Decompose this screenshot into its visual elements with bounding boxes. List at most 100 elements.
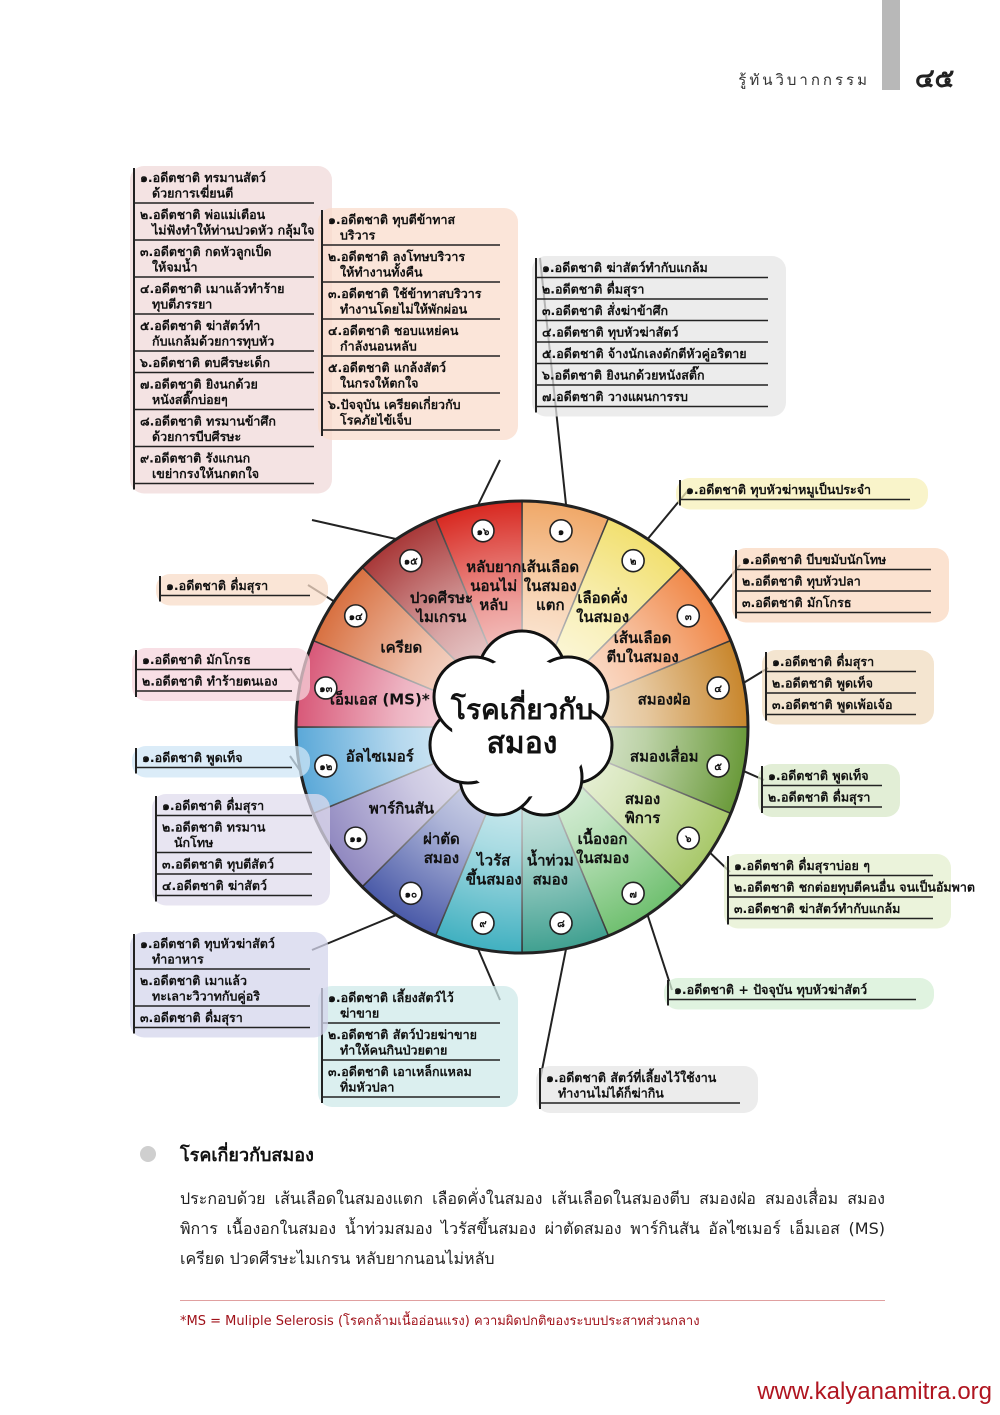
segment-number-badge — [621, 881, 645, 906]
cause-item: ๔.อดีตชาติ เมาแล้วทำร้าย — [140, 281, 285, 296]
cause-item: ๓.อดีตชาติ เอาเหล็กแหลม — [328, 1064, 472, 1079]
cause-item: กำลังนอนหลับ — [340, 339, 417, 354]
cause-item: ๓.อดีตชาติ พูดเพ้อเจ้อ — [772, 697, 893, 713]
segment-number-badge — [399, 881, 423, 906]
cause-box-bg — [664, 978, 934, 1010]
cause-item: ๓.อดีตชาติ มักโกรธ — [742, 595, 851, 610]
segment-number: ๑๑ — [349, 834, 362, 845]
segment-number-badge — [676, 604, 701, 628]
cause-box-bg — [536, 1066, 758, 1113]
segment-number: ๔ — [714, 684, 722, 695]
cause-item: ๑.อดีตชาติ มักโกรธ — [142, 652, 251, 667]
cause-item: ทะเลาะวิวาทกับคู่อริ — [152, 989, 260, 1005]
segment-number: ๑๔ — [349, 612, 363, 623]
cause-item: ๔.อดีตชาติ ฆ่าสัตว์ — [162, 878, 267, 893]
cause-item: ๑.อดีตชาติ ทุบหัวฆ่าหมูเป็นประจำ — [686, 482, 871, 498]
segment-number: ๑๐ — [405, 889, 417, 900]
segment-number: ๘ — [557, 919, 565, 930]
cause-item: ทิ่มหัวปลา — [340, 1079, 394, 1095]
segment-label: เลือดคั่ง — [577, 587, 627, 607]
segment-number: ๓ — [685, 612, 692, 623]
cause-item: ทำงานโดยไม่ให้พักผ่อน — [340, 302, 468, 317]
section-title: โรคเกี่ยวกับสมอง — [180, 1145, 314, 1166]
segment-label: ไมเกรน — [414, 607, 467, 626]
segment-number: ๕ — [714, 762, 722, 773]
cause-item: ๒.อดีตชาติ ทรมาน — [162, 820, 266, 835]
segment-label: ปวดศีรษะ — [410, 589, 473, 607]
cause-item: ๓.อดีตชาติ สั่งฆ่าข้าศึก — [542, 302, 668, 318]
cause-box-bg — [130, 166, 332, 494]
segment-label: สมอง — [625, 790, 660, 808]
segment-number-badge — [549, 519, 573, 543]
segment-label: ผ่าตัด — [423, 830, 460, 848]
cause-item: ๖.อดีตชาติ ยิงนกด้วยหนังสติ๊ก — [541, 366, 705, 383]
segment-number-badge — [399, 548, 423, 573]
cause-item: ให้จมน้ำ — [152, 258, 197, 275]
segment-label: สมองฝ่อ — [638, 691, 691, 709]
cause-item: ๑.อดีตชาติ สัตว์ที่เลี้ยงไว้ใช้งาน — [546, 1068, 717, 1085]
segment-label: สมองเสื่อม — [630, 745, 699, 765]
cause-box-bg — [676, 478, 928, 510]
cause-item: ฆ่าขาย — [340, 1006, 379, 1021]
segment-label: เส้นเลือด — [614, 629, 672, 647]
cause-item: ๒.อดีตชาติ ชกต่อยทุบตีคนอื่น จนเป็นอัมพา… — [734, 879, 975, 896]
segment-label: ไวรัส — [475, 851, 511, 870]
segment-label: สมอง — [533, 871, 568, 889]
segment-number-badge — [549, 911, 573, 935]
segment-number: ๑๖ — [477, 527, 490, 538]
cause-item: ๑.อดีตชาติ ทุบหัวฆ่าสัตว์ — [140, 936, 275, 952]
segment-number-badge — [471, 519, 495, 543]
segment-number-badge — [706, 754, 730, 778]
segment-label: อัลไซเมอร์ — [346, 746, 415, 765]
cause-box-bg — [318, 208, 518, 440]
segment-label: หลับ — [479, 596, 508, 614]
segment-label: สมอง — [424, 849, 459, 867]
center-cloud — [428, 629, 614, 817]
center-label: โรคเกี่ยวกับ — [450, 689, 593, 726]
cause-item: ๑.อดีตชาติ ดื่มสุรา — [166, 577, 268, 594]
page-number: ๔๕ — [915, 64, 955, 94]
cause-item: ไม่ฟังทำให้ท่านปวดหัว กลุ้มใจ — [150, 223, 314, 239]
cause-item: ๔.อดีตชาติ ชอบแหย่คน — [328, 323, 459, 338]
segment-number-badge — [471, 911, 495, 935]
segment-number: ๑๕ — [404, 557, 418, 568]
cause-item: ๑.อดีตชาติ บีบขมับนักโทษ — [742, 552, 886, 567]
cause-item: ๒.อดีตชาติ เมาแล้ว — [140, 973, 247, 988]
cause-item: ๓.อดีตชาติ ดื่มสุรา — [140, 1009, 243, 1026]
footnote-divider — [180, 1300, 885, 1301]
cause-box-bg — [758, 764, 900, 817]
cause-item: ๒.อดีตชาติ ทุบหัวปลา — [742, 574, 861, 590]
cause-item: ๓.อดีตชาติ ทุบตีสัตว์ — [162, 857, 274, 873]
leader-line — [311, 519, 397, 541]
cause-item: ๒.อดีตชาติ พ่อแม่เตือน — [140, 207, 266, 222]
cause-item: ในกรงให้ตกใจ — [340, 376, 419, 391]
cause-box-bg — [762, 650, 934, 725]
brain-disease-wheel-diagram: เส้นเลือดในสมองแตก๑เลือดคั่งในสมอง๒เส้นเ… — [130, 166, 975, 1113]
segment-label: นอนไม่ — [470, 576, 517, 595]
segment-label: ตีบในสมอง — [606, 648, 678, 666]
cause-item: ด้วยการเฆี่ยนตี — [152, 185, 233, 201]
cause-item: ๑.อดีตชาติ ทรมานสัตว์ — [140, 170, 266, 185]
cause-item: ให้ทำงานทั้งคืน — [340, 263, 423, 280]
cause-item: ๖.ปัจจุบัน เครียดเกี่ยวกับ — [327, 396, 461, 413]
footnote: *MS = Muliple Selerosis (โรคกล้ามเนื้ออ่… — [180, 1314, 700, 1329]
cause-item: โรคภัยไข้เจ็บ — [339, 413, 412, 428]
segment-label: พาร์กินสัน — [369, 800, 435, 818]
segment-label: แตก — [536, 596, 565, 614]
cause-item: ๕.อดีตชาติ จ้างนักเลงดักตีหัวคู่อริตาย — [542, 346, 747, 362]
segment-number: ๗ — [629, 889, 637, 900]
cause-box-bg — [318, 986, 518, 1107]
cause-item: ทำให้คนกินป่วยตาย — [340, 1043, 447, 1058]
section-body: ประกอบด้วย เส้นเลือดในสมองแตก เลือดคั่งใ… — [180, 1189, 885, 1268]
cause-box-bg — [732, 548, 949, 623]
segment-label: เส้นเลือด — [521, 558, 579, 576]
cause-item: บริวาร — [340, 228, 376, 243]
segment-number-badge — [314, 676, 338, 700]
cause-item: ๒.อดีตชาติ ทำร้ายตนเอง — [142, 674, 278, 689]
cause-box-bg — [152, 794, 330, 906]
cause-item: ๗.อดีตชาติ ยิงนกด้วย — [140, 377, 258, 392]
segment-label: เอ็มเอส (MS)* — [330, 690, 430, 709]
cause-item: ๒.อดีตชาติ ดื่มสุรา — [542, 281, 644, 298]
cause-item: ๓.อดีตชาติ ฆ่าสัตว์ทำกับแกล้ม — [734, 901, 900, 916]
cause-item: ๓.อดีตชาติ ใช้ข้าทาสบริวาร — [328, 286, 482, 301]
